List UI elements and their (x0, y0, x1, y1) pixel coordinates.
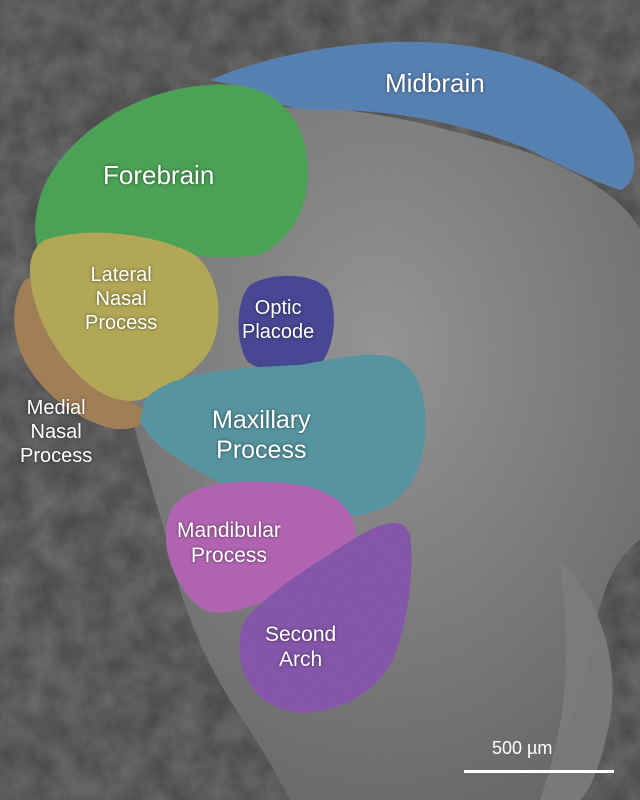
lateral-nasal-label: Lateral Nasal Process (85, 264, 158, 334)
lateral-nasal-region (30, 232, 219, 401)
midbrain-region (210, 41, 635, 190)
forebrain-label: Forebrain (103, 160, 215, 190)
maxillary-label: Maxillary Process (212, 406, 311, 464)
maxillary-region (140, 354, 426, 516)
medial-nasal-label: Medial Nasal Process (20, 397, 93, 467)
scale-bar-label: 500 µm (492, 738, 553, 758)
second-arch-region (239, 522, 412, 713)
embryo-tail (540, 560, 613, 800)
optic-placode-region (238, 275, 334, 372)
second-arch-label: Second Arch (265, 623, 337, 672)
midbrain-label: Midbrain (385, 68, 485, 98)
optic-placode-label: Optic Placode (242, 297, 315, 343)
forebrain-region (35, 84, 309, 258)
mandibular-label: Mandibular Process (177, 519, 281, 568)
scale-bar (464, 770, 614, 773)
